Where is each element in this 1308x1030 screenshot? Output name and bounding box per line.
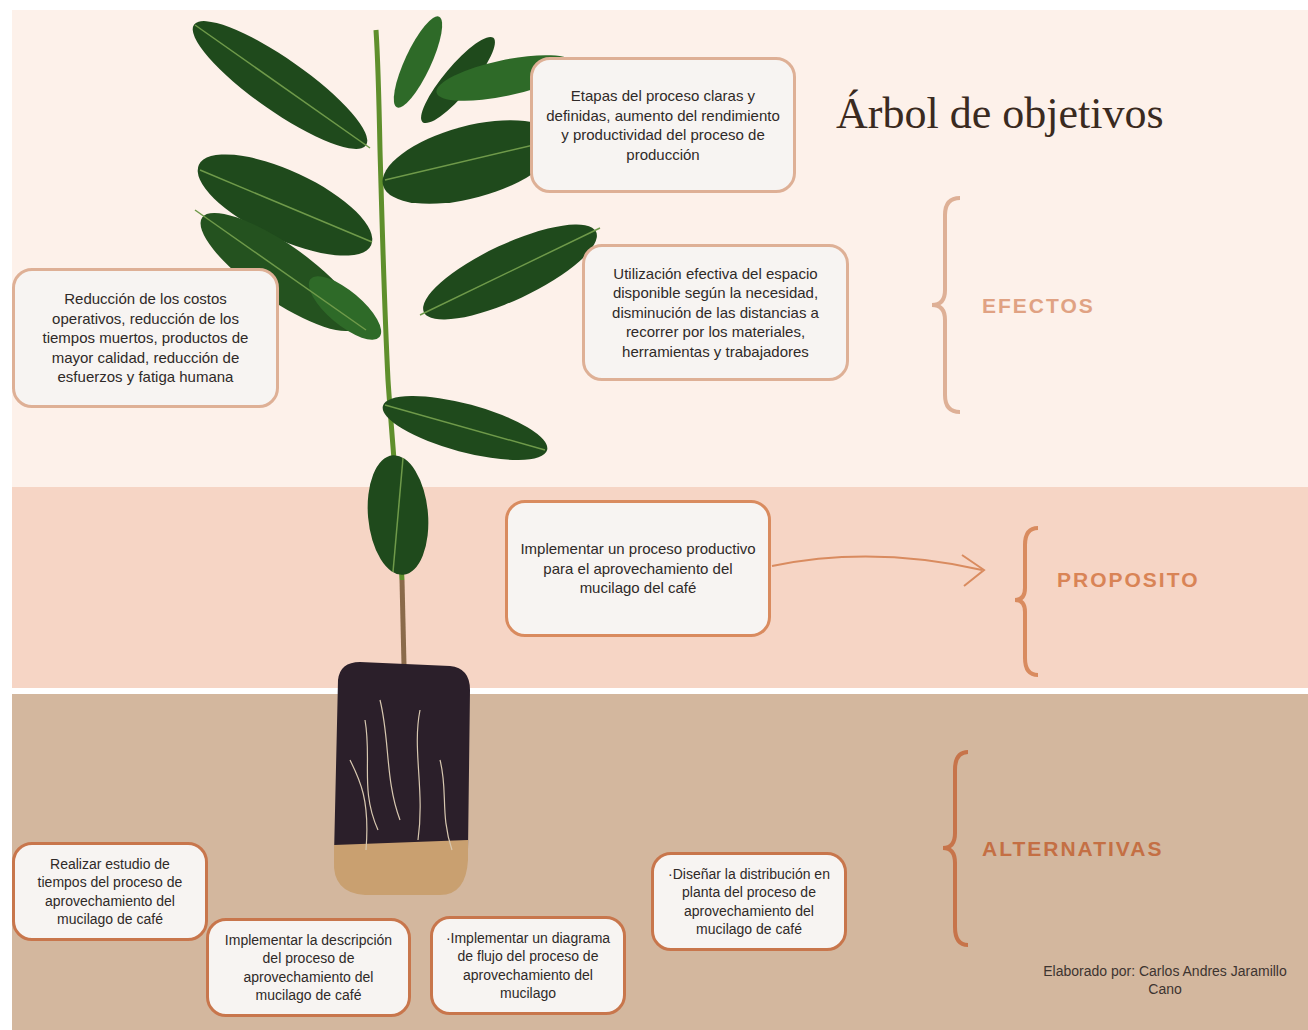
effect-box: Utilización efectiva del espacio disponi… bbox=[582, 244, 849, 381]
title: Árbol de objetivos bbox=[836, 88, 1256, 139]
box-text: ·Implementar un diagrama de flujo del pr… bbox=[445, 929, 611, 1002]
alternative-box: ·Implementar un diagrama de flujo del pr… bbox=[430, 916, 626, 1015]
box-text: Etapas del proceso claras y definidas, a… bbox=[545, 86, 781, 164]
effect-box: Reducción de los costos operativos, redu… bbox=[12, 268, 279, 408]
box-text: Implementar la descripción del proceso d… bbox=[221, 931, 396, 1004]
band-divider bbox=[12, 688, 1308, 694]
section-label: PROPOSITO bbox=[1057, 566, 1277, 593]
purpose-box: Implementar un proceso productivo para e… bbox=[505, 500, 771, 637]
alternative-box: Realizar estudio de tiempos del proceso … bbox=[12, 842, 208, 941]
effect-box: Etapas del proceso claras y definidas, a… bbox=[530, 57, 796, 193]
box-text: Reducción de los costos operativos, redu… bbox=[27, 289, 264, 387]
bracket bbox=[1015, 528, 1038, 675]
section-label: ALTERNATIVAS bbox=[982, 835, 1222, 862]
alternative-box: Implementar la descripción del proceso d… bbox=[206, 918, 411, 1017]
author-credit: Elaborado por: Carlos Andres Jaramillo C… bbox=[1040, 962, 1290, 998]
purpose-band bbox=[12, 487, 1308, 688]
arrow-head bbox=[962, 555, 984, 586]
pointer-arrow bbox=[772, 556, 982, 570]
box-text: Realizar estudio de tiempos del proceso … bbox=[27, 855, 193, 928]
alternative-box: ·Diseñar la distribución en planta del p… bbox=[651, 852, 847, 951]
box-text: Implementar un proceso productivo para e… bbox=[520, 539, 756, 598]
section-label: EFECTOS bbox=[982, 292, 1182, 319]
effects-band bbox=[12, 10, 1308, 487]
bracket bbox=[932, 198, 960, 412]
box-text: ·Diseñar la distribución en planta del p… bbox=[666, 865, 832, 938]
bracket bbox=[943, 752, 968, 945]
box-text: Utilización efectiva del espacio disponi… bbox=[597, 264, 834, 362]
alternatives-band bbox=[12, 694, 1308, 1030]
